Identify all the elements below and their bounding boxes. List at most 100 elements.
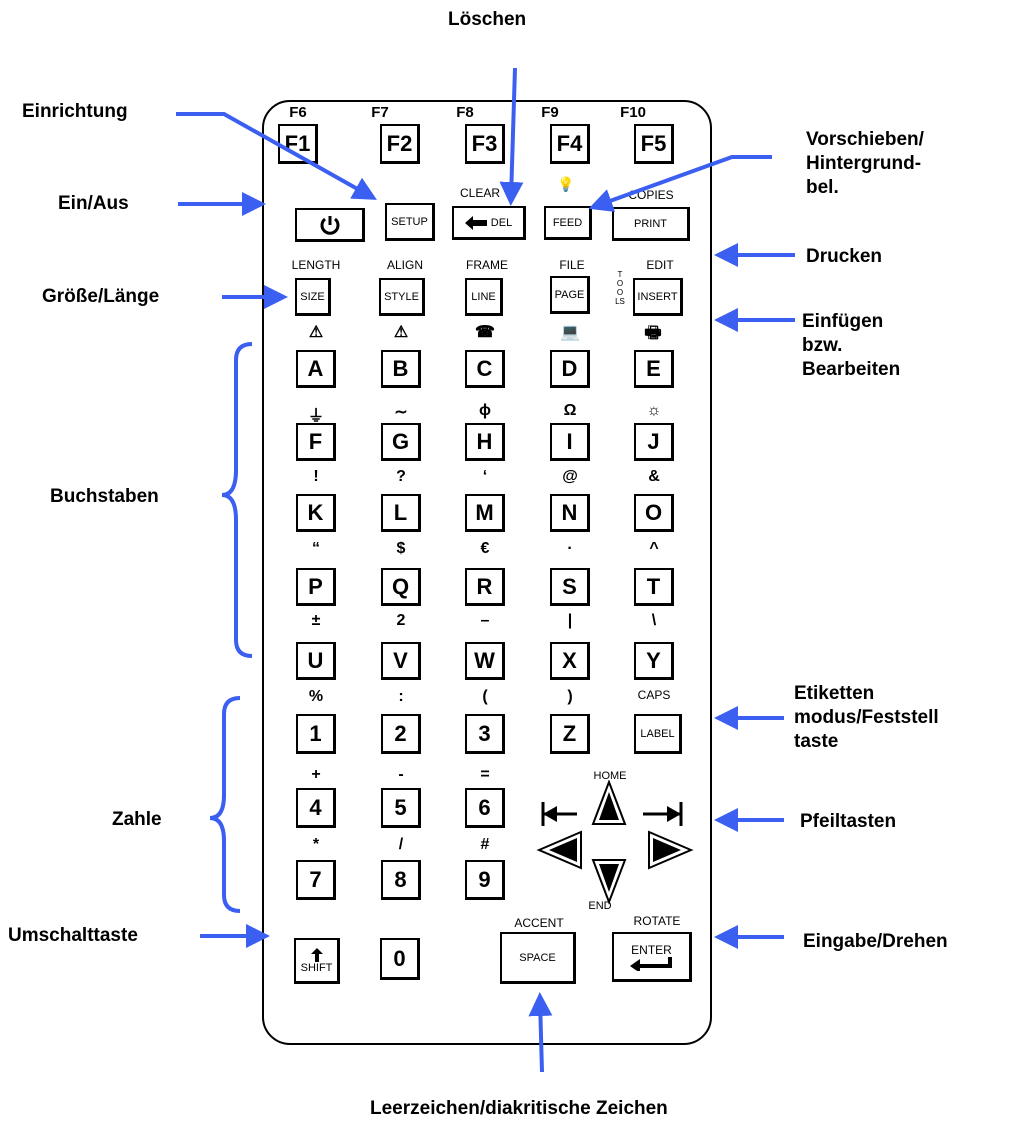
key-n[interactable]: N <box>550 494 590 532</box>
secondary-symbol: ☎ <box>475 324 495 341</box>
key-feed[interactable]: FEED <box>544 206 592 240</box>
key-4[interactable]: 4 <box>296 788 336 828</box>
fn-secondary-label: F9 <box>541 104 559 121</box>
power-icon <box>320 215 339 235</box>
key-label[interactable]: LABEL <box>634 714 682 754</box>
key-a[interactable]: A <box>296 350 336 388</box>
key-i[interactable]: I <box>550 423 590 461</box>
key-l[interactable]: L <box>381 494 421 532</box>
annotation-line: bel. <box>806 177 839 198</box>
annotation-line: Einfügen <box>802 311 884 332</box>
key-f5[interactable]: F5 <box>634 124 674 164</box>
up-arrow-key[interactable] <box>591 780 627 825</box>
rotate-label: ROTATE <box>633 914 681 928</box>
secondary-symbol: ⚠ <box>393 324 409 341</box>
key-shift[interactable]: SHIFT <box>294 938 340 984</box>
secondary-symbol: \ <box>651 612 657 629</box>
key-size[interactable]: SIZE <box>295 278 331 316</box>
key-p[interactable]: P <box>296 568 336 606</box>
key-7[interactable]: 7 <box>296 860 336 900</box>
key-e[interactable]: E <box>634 350 674 388</box>
lightbulb-icon: 💡 <box>557 176 575 192</box>
key-h[interactable]: H <box>465 423 505 461</box>
key-t[interactable]: T <box>634 568 674 606</box>
key-f1[interactable]: F1 <box>278 124 318 164</box>
align-label: ALIGN <box>386 258 423 272</box>
tools-label: TOOLS <box>615 270 625 306</box>
annotation-einrichtung: Einrichtung <box>22 101 128 122</box>
secondary-symbol: * <box>312 836 320 853</box>
key-d[interactable]: D <box>550 350 590 388</box>
secondary-symbol: ∼ <box>394 404 408 421</box>
annotation-line: bzw. <box>802 335 843 356</box>
key-9[interactable]: 9 <box>465 860 505 900</box>
annotation-line: Etiketten <box>794 683 875 704</box>
key-o[interactable]: O <box>634 494 674 532</box>
annotation-line: Bearbeiten <box>802 359 901 380</box>
key-style[interactable]: STYLE <box>379 278 425 316</box>
key-line[interactable]: LINE <box>465 278 503 316</box>
key-g[interactable]: G <box>381 423 421 461</box>
secondary-symbol: - <box>398 766 404 783</box>
key-f3[interactable]: F3 <box>465 124 505 164</box>
key-space[interactable]: SPACE <box>500 932 576 984</box>
secondary-symbol: / <box>398 836 404 853</box>
key-8[interactable]: 8 <box>381 860 421 900</box>
secondary-symbol: $ <box>396 540 406 557</box>
key-power[interactable] <box>295 208 365 242</box>
secondary-symbol: 🖶 <box>646 325 662 342</box>
brace-buchstaben <box>221 342 253 658</box>
secondary-symbol: ⏚ <box>307 408 324 425</box>
length-label: LENGTH <box>291 258 341 272</box>
annotation-line: modus/Feststell <box>794 707 939 728</box>
brace-zahle <box>209 696 241 913</box>
secondary-symbol: + <box>311 766 321 783</box>
key-f2[interactable]: F2 <box>380 124 420 164</box>
key-2[interactable]: 2 <box>381 714 421 754</box>
key-5[interactable]: 5 <box>381 788 421 828</box>
shift-label: SHIFT <box>300 961 333 974</box>
key-x[interactable]: X <box>550 642 590 680</box>
key-print[interactable]: PRINT <box>612 207 690 241</box>
key-1[interactable]: 1 <box>296 714 336 754</box>
secondary-symbol: ) <box>567 688 573 705</box>
keyboard-body-outline <box>262 100 712 1045</box>
right-arrow-key[interactable] <box>648 830 694 870</box>
key-f4[interactable]: F4 <box>550 124 590 164</box>
key-f[interactable]: F <box>296 423 336 461</box>
annotation-zahle: Zahle <box>112 809 162 830</box>
key-w[interactable]: W <box>465 642 505 680</box>
annotation-eingabe: Eingabe/Drehen <box>803 931 948 952</box>
key-0[interactable]: 0 <box>380 938 420 980</box>
key-page[interactable]: PAGE <box>550 276 590 314</box>
left-arrow-key[interactable] <box>536 830 582 870</box>
key-del[interactable]: DEL <box>452 206 526 240</box>
fn-secondary-label: F10 <box>620 104 646 121</box>
shift-up-icon <box>310 947 323 962</box>
key-k[interactable]: K <box>296 494 336 532</box>
key-3[interactable]: 3 <box>465 714 505 754</box>
home-left-icon <box>541 802 577 826</box>
key-insert[interactable]: INSERT <box>633 278 683 316</box>
secondary-symbol: 💻 <box>560 324 580 341</box>
key-j[interactable]: J <box>634 423 674 461</box>
key-b[interactable]: B <box>381 350 421 388</box>
key-6[interactable]: 6 <box>465 788 505 828</box>
key-y[interactable]: Y <box>634 642 674 680</box>
secondary-symbol: – <box>480 612 490 629</box>
key-r[interactable]: R <box>465 568 505 606</box>
key-s[interactable]: S <box>550 568 590 606</box>
key-q[interactable]: Q <box>381 568 421 606</box>
key-enter[interactable]: ENTER <box>612 932 692 982</box>
enter-label: ENTER <box>631 942 672 957</box>
key-c[interactable]: C <box>465 350 505 388</box>
key-m[interactable]: M <box>465 494 505 532</box>
key-u[interactable]: U <box>296 642 336 680</box>
key-v[interactable]: V <box>381 642 421 680</box>
key-setup[interactable]: SETUP <box>385 203 435 241</box>
end-label: END <box>588 900 612 912</box>
key-z[interactable]: Z <box>550 714 590 754</box>
down-arrow-key[interactable] <box>591 859 627 905</box>
secondary-symbol: · <box>567 540 573 557</box>
